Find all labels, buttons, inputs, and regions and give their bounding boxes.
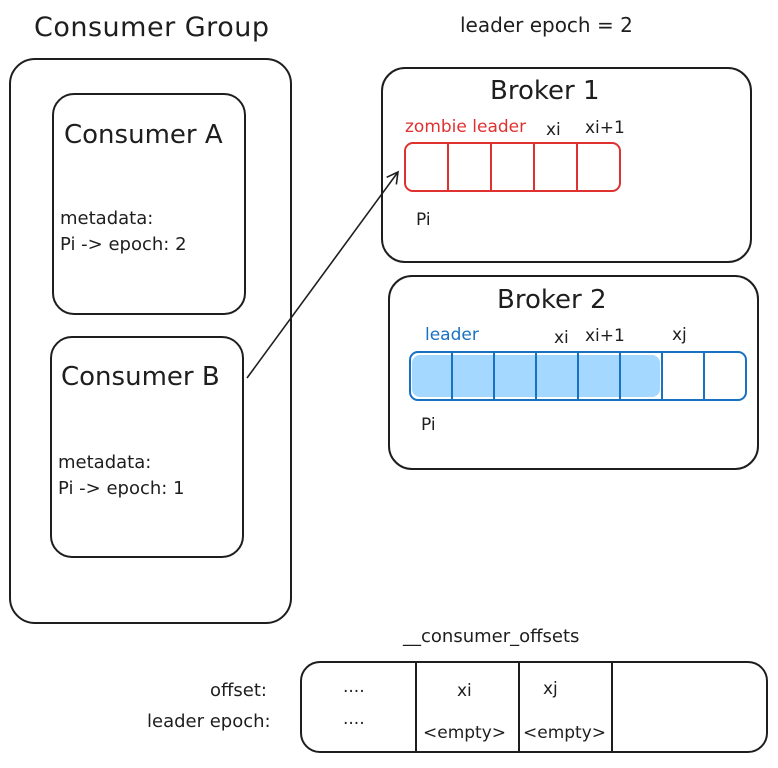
consumer-b-box xyxy=(50,336,244,558)
consumer-a-box xyxy=(52,93,246,315)
broker2-role-label: leader xyxy=(425,325,479,345)
offsets-cell-epoch: <empty> xyxy=(523,723,607,743)
offsets-divider xyxy=(518,663,520,751)
offsets-cell-epoch: <empty> xyxy=(423,723,507,743)
broker2-title: Broker 2 xyxy=(497,285,607,315)
broker1-box xyxy=(381,67,752,263)
log-outline xyxy=(404,142,621,192)
consumer-a-metadata-label: metadata: xyxy=(60,208,154,229)
consumer-a-metadata-value: Pi -> epoch: 2 xyxy=(60,234,187,255)
log-outline xyxy=(409,351,747,401)
leader-epoch-label: leader epoch = 2 xyxy=(460,13,633,37)
broker1-marker-xi1: xi+1 xyxy=(585,118,625,138)
broker2-partition: Pi xyxy=(421,415,436,435)
broker2-marker-xj: xj xyxy=(672,325,687,345)
offsets-divider xyxy=(415,663,417,751)
consumer-offsets-box: .... .... xi <empty> xj <empty> xyxy=(300,661,768,753)
consumer-b-metadata-label: metadata: xyxy=(58,452,152,473)
offsets-cell-offset: xi xyxy=(457,681,472,701)
consumer-b-to-broker1-arrow xyxy=(246,170,399,379)
offsets-cell-offset: .... xyxy=(343,677,365,697)
offsets-divider xyxy=(611,663,613,751)
broker2-marker-xi1: xi+1 xyxy=(585,326,625,346)
broker2-box xyxy=(388,275,759,470)
consumer-group-title: Consumer Group xyxy=(34,12,270,43)
leader-epoch-row-label: leader epoch: xyxy=(147,711,271,732)
offset-row-label: offset: xyxy=(210,680,267,701)
offsets-cell-epoch: .... xyxy=(343,709,365,729)
broker1-partition: Pi xyxy=(416,210,431,230)
consumer-b-title: Consumer B xyxy=(61,362,220,392)
consumer-group-box xyxy=(9,58,292,624)
consumer-a-title: Consumer A xyxy=(64,120,223,150)
broker1-title: Broker 1 xyxy=(490,76,600,106)
broker1-partition-log xyxy=(404,142,621,192)
consumer-offsets-title: __consumer_offsets xyxy=(403,626,580,647)
broker1-marker-xi: xi xyxy=(546,120,561,140)
broker2-marker-xi: xi xyxy=(554,328,569,348)
broker1-role-label: zombie leader xyxy=(405,117,527,137)
broker2-partition-log xyxy=(409,351,747,401)
offsets-cell-offset: xj xyxy=(543,679,558,699)
consumer-b-metadata-value: Pi -> epoch: 1 xyxy=(58,478,185,499)
